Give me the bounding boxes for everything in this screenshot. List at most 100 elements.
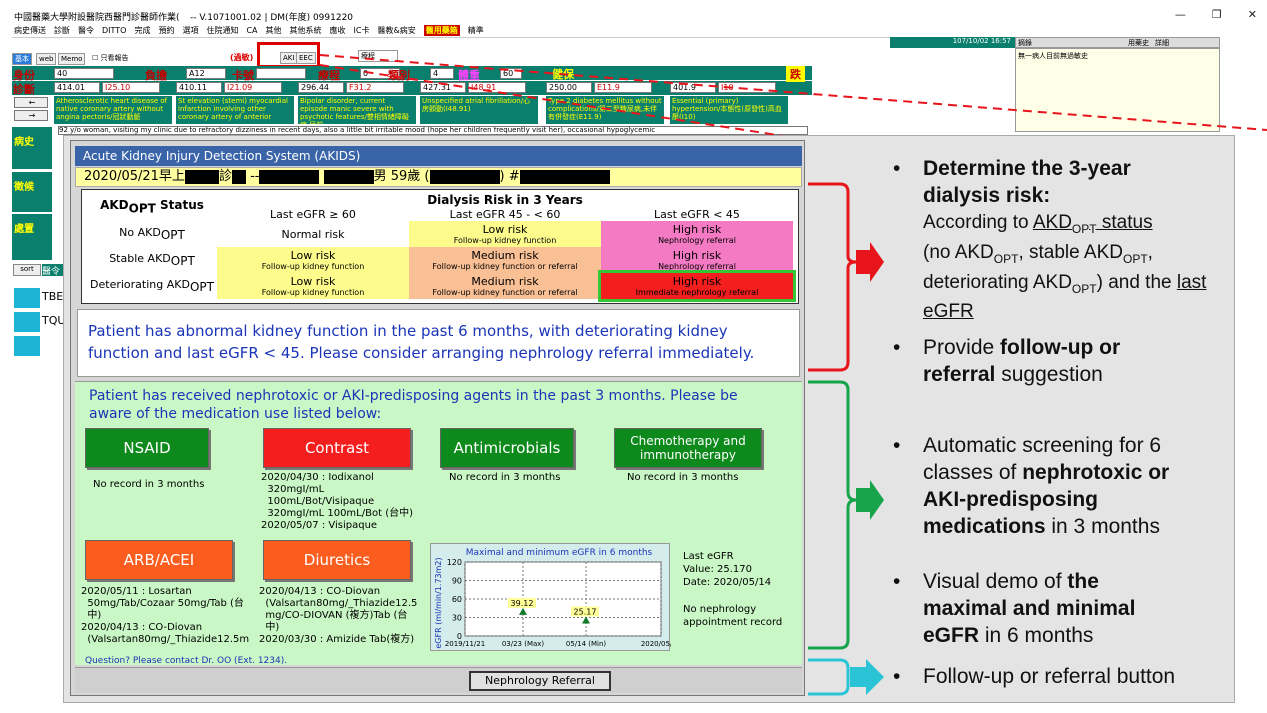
window-titlebar: 中國醫藥大學附設醫院西醫門診醫師作業( -- V.1071001.02 | DM…: [0, 0, 1267, 24]
dx-code-field[interactable]: 401.9: [670, 82, 716, 93]
dx-label: 診斷: [13, 83, 35, 96]
med-record-line: (Valsartan80mg/_Thiazide12.5m: [81, 634, 250, 645]
med-class-button[interactable]: Antimicrobials: [440, 428, 574, 468]
tab-web[interactable]: web: [36, 53, 57, 65]
chart-point: [582, 616, 590, 624]
risk-advice: Follow-up kidney function or referral: [432, 288, 578, 297]
risk-row-label-text: Deteriorating AKD: [90, 277, 190, 291]
med-class-button[interactable]: Chemotherapy and immunotherapy: [614, 428, 762, 468]
sidebar-signs[interactable]: 徵候: [12, 172, 52, 212]
dx-code-field[interactable]: 410.11: [176, 82, 222, 93]
prev-arrow-button[interactable]: ←: [14, 97, 48, 108]
icd10-code-field[interactable]: I21.09: [224, 82, 282, 93]
chart-x-tick-label: 03/23 (Max): [502, 640, 545, 648]
bodyweight-field[interactable]: 60: [500, 68, 522, 79]
tab-summary[interactable]: 摘錄: [1018, 38, 1032, 47]
med-record-line: 2020/03/30 : Amizide Tab(複方): [259, 634, 415, 645]
med-record-list: 2020/04/30 : Iodixanol 320mgI/mL 100mL/B…: [261, 472, 431, 532]
burden-field[interactable]: A12: [186, 68, 226, 79]
med-record-line: 2020/04/13 : CO-Diovan: [259, 586, 381, 597]
id-field[interactable]: 40: [54, 68, 114, 79]
tab-med-history[interactable]: 用藥史: [1128, 38, 1149, 47]
green-arrow-icon: [856, 480, 884, 520]
risk-advice: Follow-up kidney function or referral: [432, 262, 578, 271]
annotation-3-bold: nephrotoxic or AKI-predisposing medicati…: [923, 461, 1170, 538]
status-header-label: AKD: [100, 198, 129, 213]
next-arrow-button[interactable]: →: [14, 110, 48, 121]
sort-button[interactable]: sort: [13, 264, 41, 276]
menu-item[interactable]: 其他系統: [289, 26, 322, 35]
icd10-code-field[interactable]: E11.9: [594, 82, 652, 93]
right-panel-tabs: 摘錄 用藥史 詳細: [1015, 37, 1220, 48]
menu-item[interactable]: 選項: [182, 26, 199, 35]
annotation-1-sub4: OPT: [1071, 281, 1097, 296]
menu-item[interactable]: CA: [246, 26, 258, 35]
toolbar: 基本 web Memo ☐ 只看報告 AKI EEC 療程: [12, 37, 892, 65]
dx-code-field[interactable]: 414.01: [54, 82, 100, 93]
annotation-1-sub3: OPT: [1123, 251, 1148, 266]
med-record-line: 中): [81, 610, 102, 621]
menu-item[interactable]: DITTO: [102, 26, 127, 35]
med-record-list: No record in 3 months: [93, 479, 253, 539]
nephrology-referral-button[interactable]: Nephrology Referral: [469, 671, 611, 691]
patient-clinic: 診: [218, 169, 232, 184]
grid-cell[interactable]: [13, 287, 41, 309]
menu-item[interactable]: 醫教&病安: [377, 26, 416, 35]
grid-cell[interactable]: [13, 311, 41, 333]
med-record-list: 2020/05/11 : Losartan 50mg/Tab/Cozaar 50…: [81, 586, 263, 646]
menu-item[interactable]: 完成: [134, 26, 151, 35]
menu-item[interactable]: 病史傳送: [14, 26, 46, 35]
annotation-1-sub2: OPT: [993, 251, 1019, 266]
dx-code-field[interactable]: 427.31: [420, 82, 466, 93]
sidebar-history[interactable]: 病史: [12, 127, 52, 169]
risk-advice: Follow-up kidney function: [261, 288, 365, 297]
risk-level: High risk: [672, 275, 722, 288]
dx-code-field[interactable]: 296.44: [298, 82, 344, 93]
tab-basic[interactable]: 基本: [12, 53, 32, 65]
grid-cell[interactable]: [13, 335, 41, 357]
med-class-button[interactable]: Contrast: [263, 428, 411, 468]
menu-item[interactable]: 診斷: [54, 26, 70, 35]
med-class-button[interactable]: ARB/ACEI: [85, 540, 233, 580]
appointment-status: No nephrology appointment record: [683, 604, 783, 628]
card-field[interactable]: [256, 68, 306, 79]
report-checkbox[interactable]: ☐ 只看報告: [92, 54, 129, 62]
chart-point: [519, 607, 527, 615]
annotation-1-u1-text: AKD: [1032, 212, 1072, 233]
red-arrow-icon: [856, 242, 884, 282]
med-class-button[interactable]: Diuretics: [263, 540, 411, 580]
maximize-icon[interactable]: ❐: [1211, 8, 1222, 21]
grid-row-1[interactable]: TBE: [42, 290, 64, 303]
close-icon[interactable]: ✕: [1247, 8, 1257, 21]
menu-item[interactable]: IC卡: [353, 26, 370, 35]
grid-row-2[interactable]: TQU: [42, 314, 66, 327]
menu-item[interactable]: 醫用藥箱: [423, 25, 460, 36]
icd10-code-field[interactable]: F31.2: [346, 82, 404, 93]
risk-row-label: No AKDOPT: [87, 221, 217, 247]
dx-code-field[interactable]: 250.00: [546, 82, 592, 93]
risk-row-label-text: No AKD: [119, 225, 161, 239]
menu-item[interactable]: 醫令: [78, 26, 94, 35]
menu-item[interactable]: 精準: [467, 26, 484, 35]
tab-detail[interactable]: 詳細: [1155, 38, 1169, 47]
chart-x-tick-label: 2019/11/21: [445, 640, 485, 648]
menu-item[interactable]: 預約: [158, 26, 175, 35]
menu-item[interactable]: 應收: [329, 26, 346, 35]
annotation-3-post: in 3 months: [1045, 515, 1160, 538]
menu-item[interactable]: 住院通知: [206, 26, 239, 35]
last-egfr-info: Last eGFR Value: 25.170 Date: 2020/05/14…: [683, 550, 803, 629]
memo-button[interactable]: Memo: [58, 53, 86, 65]
chart-y-tick-label: 90: [452, 577, 462, 586]
dx-description: Bipolar disorder, current episode manic …: [298, 96, 416, 124]
risk-level: Normal risk: [281, 227, 345, 241]
sidebar-treatment[interactable]: 處置: [12, 214, 52, 260]
menu-item[interactable]: 其他: [265, 26, 282, 35]
eec-button[interactable]: EEC: [296, 52, 316, 64]
med-record-list: 2020/04/13 : CO-Diovan (Valsartan80mg/_T…: [259, 586, 429, 646]
category-field[interactable]: 4: [430, 68, 454, 79]
risk-level: High risk: [672, 223, 722, 236]
med-class-button[interactable]: NSAID: [85, 428, 209, 468]
minimize-icon[interactable]: —: [1174, 8, 1186, 21]
icd10-code-field[interactable]: I25.10: [102, 82, 160, 93]
